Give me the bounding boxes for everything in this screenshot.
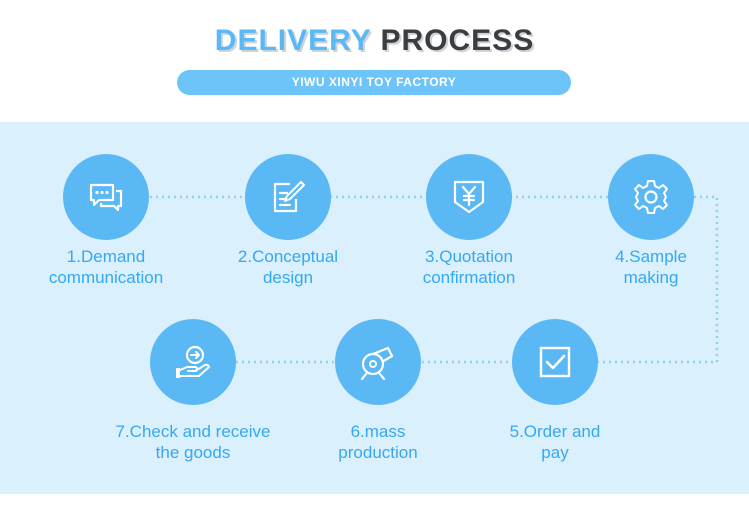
yen-quote-icon (453, 180, 485, 214)
chat-bubbles-icon (89, 183, 123, 212)
hand-receive-icon (176, 345, 210, 378)
step-4-label: 4.Sample making (566, 246, 736, 288)
step-7-label-line2: the goods (155, 443, 231, 462)
step-1-label: 1.Demand communication (21, 246, 191, 288)
step-7-label-line1: 7.Check and receive (115, 422, 271, 441)
step-2-label-line2: design (262, 268, 314, 287)
step-7-circle (150, 319, 236, 405)
step-1-label-line1: 1.Demand (66, 247, 146, 266)
subtitle-banner: YIWU XINYI TOY FACTORY (177, 70, 571, 95)
step-2-circle (245, 154, 331, 240)
step-3-label-line2: confirmation (422, 268, 516, 287)
process-panel: 1.Demand communication 2.Conceptual desi… (0, 122, 749, 494)
step-1-circle (63, 154, 149, 240)
step-3-label: 3.Quotation confirmation (384, 246, 554, 288)
edit-document-icon (273, 181, 305, 213)
step-5-label-line2: pay (541, 443, 569, 462)
step-5-label: 5.Order and pay (470, 421, 640, 463)
step-2-label-line1: 2.Conceptual (237, 247, 339, 266)
step-2-label: 2.Conceptual design (203, 246, 373, 288)
step-7-label: 7.Check and receive the goods (108, 421, 278, 463)
step-3-label-line1: 3.Quotation (425, 247, 513, 266)
step-4-label-line1: 4.Sample (615, 247, 687, 266)
step-4-label-line2: making (623, 268, 679, 287)
step-6-label-line1: 6.mass (350, 422, 406, 441)
step-3-circle (426, 154, 512, 240)
step-6-label: 6.mass production (293, 421, 463, 463)
step-5-label-line1: 5.Order and (509, 422, 601, 441)
page-title: DELIVERY PROCESS (0, 24, 749, 64)
step-6-label-line2: production (338, 443, 418, 462)
title-main: PROCESS (380, 24, 535, 57)
checkbox-icon (539, 346, 571, 378)
gear-icon (634, 180, 668, 214)
step-4-circle (608, 154, 694, 240)
step-6-circle (335, 319, 421, 405)
step-1-label-line2: communication (48, 268, 164, 287)
title-highlight: DELIVERY (214, 24, 372, 57)
connector-turn (598, 195, 719, 364)
tape-measure-icon (360, 346, 394, 381)
step-5-circle (512, 319, 598, 405)
